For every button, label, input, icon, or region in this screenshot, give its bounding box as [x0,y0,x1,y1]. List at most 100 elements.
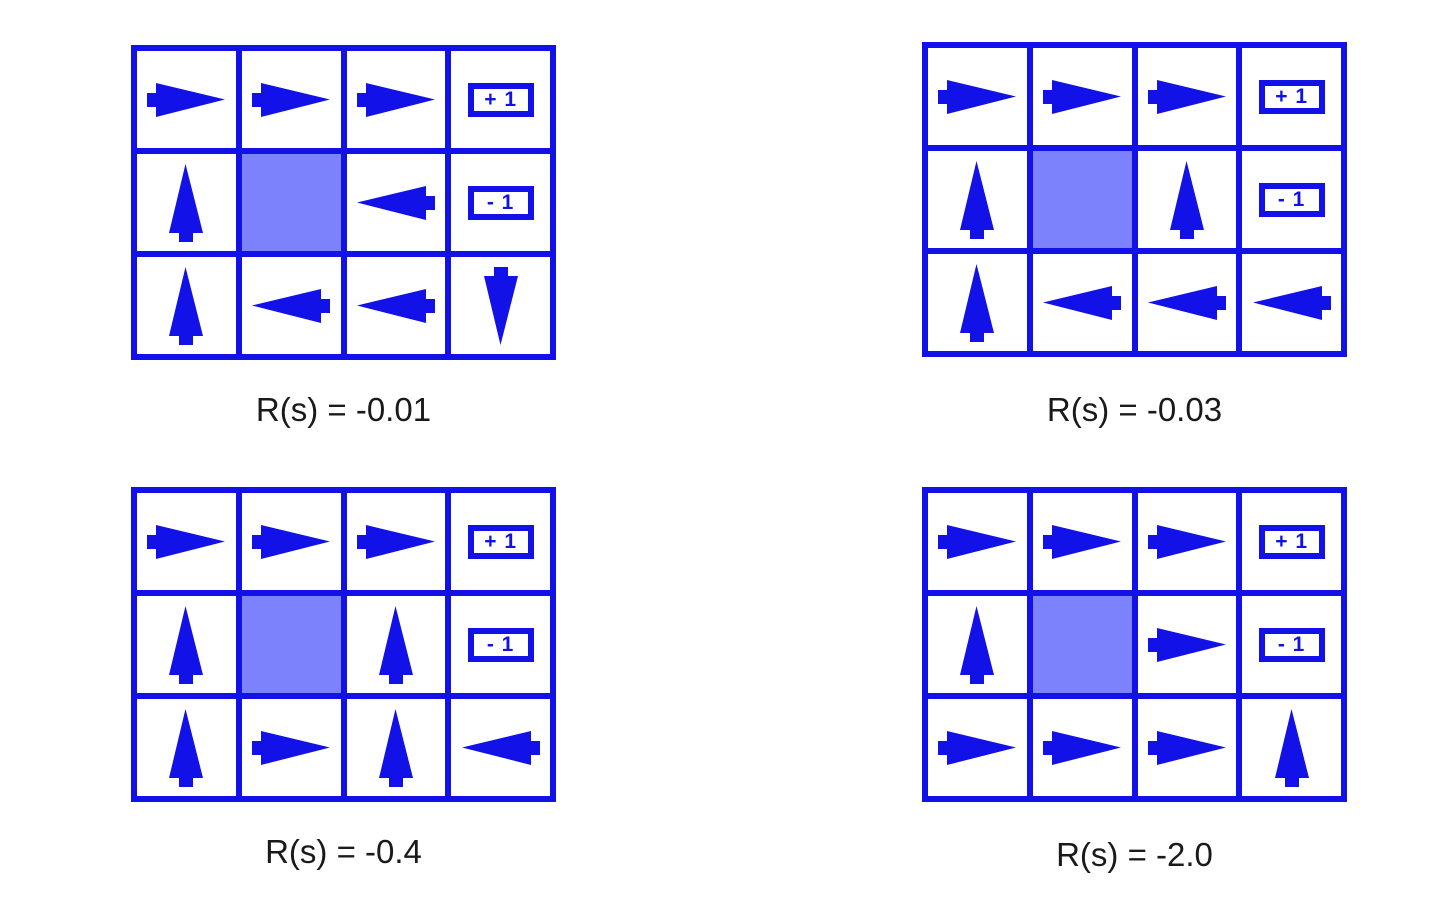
policy-cell [928,493,1027,590]
policy-cell [1242,254,1341,351]
arrow-right-icon [252,521,331,563]
policy-cell [1032,48,1132,145]
policy-cell [928,699,1027,796]
arrow-right-icon [1147,76,1226,118]
policy-cell [137,699,236,796]
policy-cell [346,51,446,148]
arrow-right-icon [1043,76,1122,118]
arrow-right-icon [147,521,226,563]
arrow-up-icon [375,708,417,787]
policy-cell [928,254,1027,351]
policy-cell [451,257,550,354]
policy-cell [241,493,341,590]
policy-cell [1032,493,1132,590]
arrow-up-icon [1166,160,1208,239]
terminal-reward-label: - 1 [1277,633,1306,656]
arrow-right-icon [1147,624,1226,666]
terminal-reward-box: + 1 [1258,79,1325,114]
policy-cell [1032,699,1132,796]
arrow-up-icon [165,163,207,242]
wall-cell [241,596,341,693]
policy-cell [241,51,341,148]
policy-cell [346,493,446,590]
terminal-reward-box: + 1 [1258,524,1325,559]
terminal-reward-label: - 1 [1277,188,1306,211]
panel-caption: R(s) = -2.0 [1056,836,1213,873]
terminal-reward-label: + 1 [1275,530,1309,553]
policy-cell [1137,493,1237,590]
arrow-up-icon [165,605,207,684]
terminal-cell-negative: - 1 [451,596,550,693]
policy-cell [241,699,341,796]
arrow-up-icon [165,708,207,787]
panel-caption: R(s) = -0.4 [265,833,422,870]
policy-cell [137,257,236,354]
arrow-up-icon [1271,708,1313,787]
policy-cell [137,154,236,251]
arrow-right-icon [252,79,331,121]
arrow-left-icon [461,727,540,769]
wall-cell [241,154,341,251]
policy-cell [346,154,446,251]
policy-panel-top-right: + 1 - 1 R(s) = -0.03 [922,42,1347,426]
arrow-right-icon [1043,727,1122,769]
arrow-down-icon [480,266,522,345]
policy-panel-bottom-right: + 1 - 1 R(s) = -2.0 [922,487,1347,871]
terminal-reward-box: + 1 [467,82,534,117]
policy-cell [241,257,341,354]
terminal-reward-label: - 1 [486,633,515,656]
policy-cell [1032,254,1132,351]
gridworld-grid: + 1 - 1 [922,487,1347,802]
arrow-up-icon [956,160,998,239]
arrow-right-icon [938,521,1017,563]
arrow-right-icon [356,79,435,121]
arrow-up-icon [956,263,998,342]
terminal-reward-box: - 1 [467,185,534,220]
arrow-left-icon [1147,282,1226,324]
arrow-right-icon [938,76,1017,118]
terminal-reward-label: - 1 [486,191,515,214]
arrow-right-icon [1147,727,1226,769]
terminal-cell-negative: - 1 [451,154,550,251]
policy-cell [928,151,1027,248]
terminal-reward-box: - 1 [1258,627,1325,662]
terminal-cell-positive: + 1 [451,51,550,148]
terminal-cell-positive: + 1 [1242,493,1341,590]
policy-cell [346,699,446,796]
gridworld-grid: + 1 - 1 [131,487,556,802]
gridworld-grid: + 1 - 1 [131,45,556,360]
terminal-reward-label: + 1 [484,530,518,553]
arrow-left-icon [1252,282,1331,324]
policy-cell [1137,151,1237,248]
terminal-reward-label: + 1 [484,88,518,111]
policy-panel-bottom-left: + 1 - 1 R(s) = -0.4 [131,487,556,868]
arrow-right-icon [938,727,1017,769]
terminal-cell-positive: + 1 [1242,48,1341,145]
policy-panel-top-left: + 1- 1 R(s) = -0.01 [131,45,556,426]
arrow-up-icon [375,605,417,684]
arrow-left-icon [1043,282,1122,324]
arrow-left-icon [252,285,331,327]
arrow-right-icon [1147,521,1226,563]
terminal-reward-box: - 1 [1258,182,1325,217]
terminal-reward-label: + 1 [1275,85,1309,108]
policy-cell [346,596,446,693]
panel-caption: R(s) = -0.03 [1046,391,1223,428]
policy-cell [1137,596,1237,693]
terminal-cell-positive: + 1 [451,493,550,590]
policy-cell [928,48,1027,145]
wall-cell [1032,151,1132,248]
arrow-left-icon [356,285,435,327]
terminal-cell-negative: - 1 [1242,151,1341,248]
policy-cell [137,596,236,693]
arrow-left-icon [356,182,435,224]
arrow-right-icon [1043,521,1122,563]
arrow-right-icon [147,79,226,121]
gridworld-grid: + 1 - 1 [922,42,1347,357]
policy-cell [1137,699,1237,796]
policy-cell [1137,48,1237,145]
terminal-reward-box: + 1 [467,524,534,559]
policy-cell [1242,699,1341,796]
policy-cell [137,51,236,148]
terminal-reward-box: - 1 [467,627,534,662]
